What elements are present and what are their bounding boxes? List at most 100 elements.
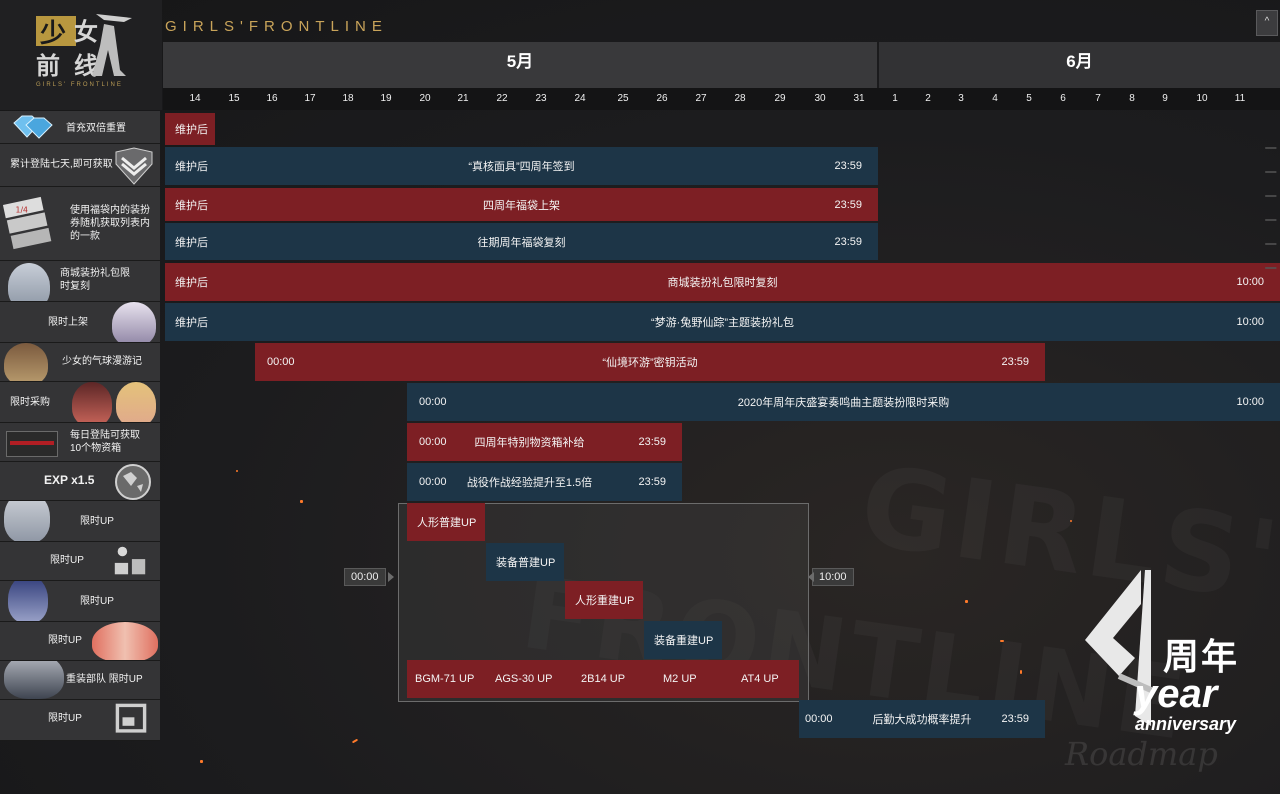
day-label: 28: [734, 93, 746, 104]
event-name: 后勤大成功概率提升: [872, 714, 972, 726]
day-label: 15: [228, 93, 240, 104]
event-bar[interactable]: 维护后 往期周年福袋复刻 23:59: [165, 223, 878, 260]
day-axis: [163, 88, 1280, 110]
pool-stage-bar[interactable]: 装备重建UP: [644, 621, 722, 659]
event-bar[interactable]: 00:00 “仙境环游”密钥活动 23:59: [255, 343, 1045, 381]
pool-end-pointer: [808, 572, 814, 582]
event-bar[interactable]: 维护后: [165, 113, 215, 145]
pool-stage-bar[interactable]: 人形重建UP: [565, 581, 643, 619]
heavy-weapon-portrait: [4, 661, 64, 699]
event-name: 往期周年福袋复刻: [477, 236, 566, 249]
doll-portrait: [4, 343, 48, 381]
row-label: 限时UP: [50, 555, 84, 566]
day-label: 11: [1234, 93, 1246, 104]
pool-stage-label: 装备普建UP: [496, 557, 556, 569]
roadmap-watermark: Roadmap: [1065, 735, 1218, 773]
bunny-portrait: [112, 302, 156, 342]
box-icon: [115, 703, 147, 733]
heavy-up-bar[interactable]: BGM-71 UP AGS-30 UP 2B14 UP M2 UP AT4 UP: [407, 660, 799, 698]
row-label: 使用福袋内的装扮券随机获取列表内的一款: [70, 205, 150, 242]
heavy-up-item: AGS-30 UP: [495, 673, 553, 685]
event-name: 商城装扮礼包限时复刻: [667, 277, 778, 289]
globe-icon: [115, 464, 151, 500]
svg-text:前: 前: [36, 52, 60, 80]
row-up-4: 限时UP: [0, 622, 160, 661]
event-bar[interactable]: 00:00 后勤大成功概率提升 23:59: [799, 700, 1045, 738]
event-name: 2020年周年庆盛宴奏鸣曲主题装扮限时采购: [737, 397, 950, 409]
day-label: 18: [342, 93, 354, 104]
day-label: 9: [1162, 93, 1168, 104]
day-label: 25: [617, 93, 629, 104]
pool-stage-label: 人形重建UP: [575, 595, 635, 607]
pool-stage-bar[interactable]: 装备普建UP: [486, 543, 564, 581]
game-logo: 少 女 前 线 GIRLS' FRONTLINE: [0, 0, 162, 110]
row-up-3: 限时UP: [0, 581, 160, 622]
row-label: 限时UP: [80, 516, 114, 527]
event-bar[interactable]: 维护后 “梦游·兔野仙踪”主题装扮礼包 10:00: [165, 303, 1280, 341]
event-end: 23:59: [638, 476, 666, 488]
anniversary-subtitle: anniversary: [1135, 714, 1237, 734]
row-exp-boost: EXP x1.5: [0, 462, 160, 501]
event-start: 00:00: [267, 356, 295, 368]
row-heavy-up: 重装部队 限时UP: [0, 661, 160, 700]
heavy-up-item: BGM-71 UP: [415, 673, 475, 685]
row-label: 限时上架: [48, 317, 88, 328]
heavy-up-item: M2 UP: [663, 673, 697, 685]
event-bar[interactable]: 00:00 四周年特别物资箱补给 23:59: [407, 423, 682, 461]
day-label: 23: [535, 93, 547, 104]
event-name: 四周年福袋上架: [483, 199, 560, 212]
svg-text:1/4: 1/4: [16, 205, 29, 214]
doll-portrait: [116, 382, 156, 422]
day-label: 29: [774, 93, 786, 104]
event-bar[interactable]: 维护后 “真核面具”四周年签到 23:59: [165, 147, 878, 185]
row-up-logistics: 限时UP: [0, 700, 160, 741]
event-bar[interactable]: 00:00 2020年周年庆盛宴奏鸣曲主题装扮限时采购 10:00: [407, 383, 1280, 421]
doll-portrait: [8, 581, 48, 621]
heavy-up-item: 2B14 UP: [581, 673, 626, 685]
day-label: 20: [419, 93, 431, 104]
logo-subtitle: GIRLS' FRONTLINE: [36, 82, 123, 88]
event-bar[interactable]: 维护后 商城装扮礼包限时复刻 10:00: [165, 263, 1280, 301]
event-end: 23:59: [638, 436, 666, 448]
event-start: 维护后: [175, 124, 208, 136]
row-up-2: 限时UP: [0, 542, 160, 581]
event-start: 00:00: [419, 436, 447, 448]
ember-spark: [351, 738, 359, 744]
number-four-mark: [1085, 570, 1153, 726]
event-start: 维护后: [175, 236, 208, 249]
event-name: “真核面具”四周年签到: [468, 161, 575, 173]
event-bar[interactable]: 维护后 四周年福袋上架 23:59: [165, 188, 878, 221]
logo-emblem: 少 女 前 线: [36, 14, 132, 80]
event-bar[interactable]: 00:00 战役作战经验提升至1.5倍 23:59: [407, 463, 682, 501]
ember-spark: [1000, 640, 1004, 642]
row-first-charge: 首充双倍重置: [0, 111, 160, 144]
day-label: 16: [266, 93, 278, 104]
svg-text:女: 女: [74, 18, 98, 46]
day-label: 17: [304, 93, 316, 104]
row-limited-shelf: 限时上架: [0, 302, 160, 343]
doll-portrait: [72, 382, 112, 422]
row-label: 限时UP: [80, 596, 114, 607]
ember-spark: [236, 470, 238, 472]
day-label: 6: [1060, 93, 1066, 104]
row-label: 限时采购: [10, 397, 50, 408]
ember-spark: [200, 760, 203, 763]
day-label: 5: [1026, 93, 1032, 104]
anniversary-emblem: 周年 year anniversary: [1075, 566, 1265, 746]
day-label: 4: [992, 93, 998, 104]
event-end: 23:59: [1001, 713, 1029, 725]
row-up-1: 限时UP: [0, 501, 160, 542]
day-label: 3: [958, 93, 964, 104]
day-label: 2: [925, 93, 931, 104]
collapse-button[interactable]: ^: [1256, 10, 1278, 36]
row-balloon-event: 少女的气球漫游记: [0, 343, 160, 382]
fairy-portrait: [92, 622, 158, 660]
event-end: 23:59: [834, 235, 862, 248]
event-start: 维护后: [175, 161, 208, 173]
row-label: 限时UP: [48, 713, 82, 724]
day-label: 30: [814, 93, 826, 104]
pool-stage-bar[interactable]: 人形普建UP: [407, 503, 485, 541]
event-end: 23:59: [1001, 356, 1029, 368]
day-label: 26: [656, 93, 668, 104]
